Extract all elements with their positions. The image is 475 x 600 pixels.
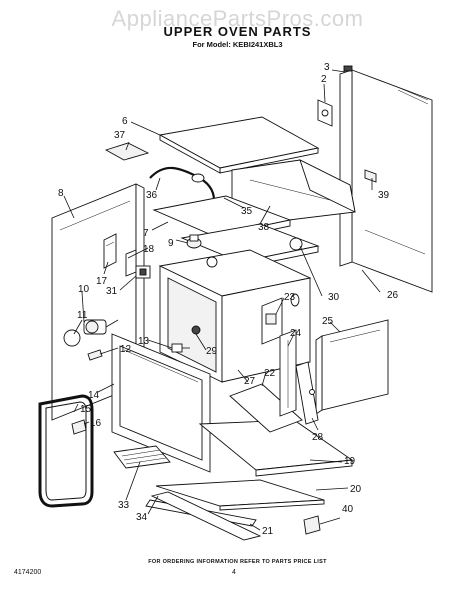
callout-6: 6 [122,116,128,127]
callout-19: 19 [344,456,356,467]
part-light-socket [63,319,119,347]
callout-24: 24 [290,328,302,339]
part-light-clip [87,349,103,361]
part-clip-37 [104,142,150,161]
callout-27: 27 [244,376,256,387]
part-hinge [295,361,319,425]
part-door-frame [111,333,211,473]
callout-33: 33 [118,500,130,511]
part-front-bar [150,491,262,541]
part-bracket [317,99,333,127]
callout-37: 37 [114,130,126,141]
part-wire-harness [149,166,216,201]
part-small-clip [303,515,321,535]
callout-29: 29 [206,346,218,357]
part-top-panel [158,116,320,174]
page-title: UPPER OVEN PARTS [163,24,312,39]
callout-21: 21 [262,526,274,537]
callout-31: 31 [106,286,118,297]
part-side-bracket [261,297,283,345]
callout-10: 10 [78,284,90,295]
callout-3: 3 [324,62,330,73]
part-top-shield [231,159,356,225]
callout-8: 8 [58,188,64,199]
callout-11: 11 [77,310,88,321]
callout-13: 13 [138,336,150,347]
part-right-side-panel [315,319,389,415]
callout-9: 9 [168,238,174,249]
leader-lines [63,69,381,531]
callout-17: 17 [96,276,108,287]
callout-16: 16 [90,418,102,429]
callout-2: 2 [321,74,327,85]
callout-20: 20 [350,484,362,495]
callout-7: 7 [143,228,149,239]
part-clip [364,169,377,183]
callout-labels: 2 3 6 37 39 8 36 35 38 7 9 18 17 31 10 1… [58,62,399,537]
part-door-gasket [38,394,94,508]
callout-35: 35 [241,206,253,217]
callout-26: 26 [387,290,399,301]
part-hinge-bracket [125,249,137,277]
callout-39: 39 [378,190,390,201]
part-gasket-clip [71,419,87,435]
part-front-trim [155,479,325,511]
callout-15: 15 [80,404,92,415]
page-number: 4 [232,569,236,576]
callout-40: 40 [342,504,354,515]
part-channel [279,329,297,417]
callout-14: 14 [88,390,100,401]
part-vent [113,445,171,469]
watermark: AppliancePartsPros.com [111,6,364,31]
callout-12: 12 [120,344,132,355]
callout-22: 22 [264,368,276,379]
callout-18: 18 [143,244,155,255]
document-number: 4174200 [14,569,42,576]
callout-34: 34 [136,512,148,523]
callout-38: 38 [258,222,270,233]
callout-30: 30 [328,292,340,303]
part-switch [135,265,151,279]
callout-36: 36 [146,190,158,201]
callout-23: 23 [284,292,296,303]
model-line: For Model: KEBI241XBL3 [192,40,283,49]
part-door-hinge-receiver [103,233,117,269]
callout-28: 28 [312,432,324,443]
ordering-note: FOR ORDERING INFORMATION REFER TO PARTS … [148,559,327,565]
part-lower-bracket [229,383,303,433]
part-rear-panel [339,65,433,293]
callout-25: 25 [322,316,334,327]
